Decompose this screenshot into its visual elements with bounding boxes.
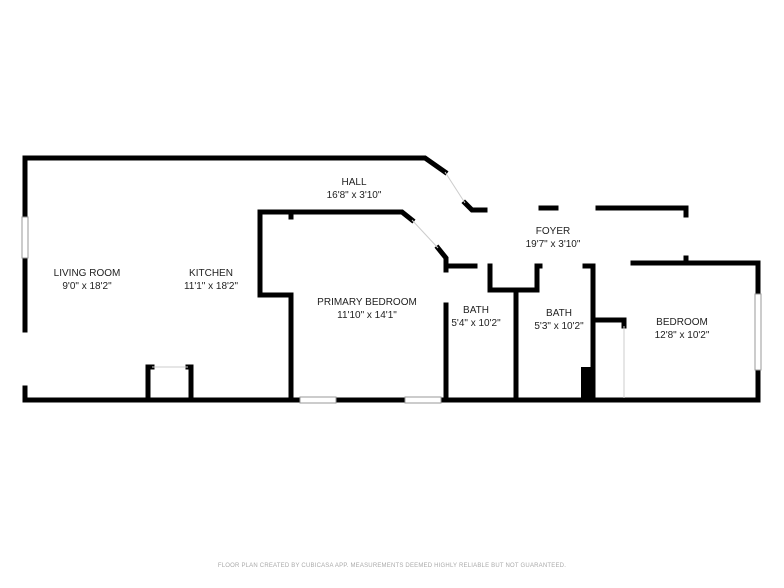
room-foyer: FOYER 19'7" x 3'10"	[526, 225, 581, 251]
room-living-room: LIVING ROOM 9'0" x 18'2"	[54, 267, 121, 293]
room-name: PRIMARY BEDROOM	[317, 297, 417, 308]
room-dims: 12'8" x 10'2"	[654, 330, 710, 341]
wall	[257, 209, 416, 298]
room-kitchen: KITCHEN 11'1" x 18'2"	[184, 267, 238, 293]
room-dims: 5'3" x 10'2"	[534, 321, 584, 332]
window	[299, 396, 337, 404]
disclaimer-footer: FLOOR PLAN CREATED BY CUBICASA APP. MEAS…	[217, 563, 567, 569]
wall	[22, 155, 449, 218]
wall	[185, 364, 194, 403]
wall	[434, 244, 478, 269]
wall	[595, 205, 689, 218]
wall	[145, 364, 155, 403]
room-dims: 11'1" x 18'2"	[183, 281, 239, 292]
room-dims: 19'7" x 3'10"	[525, 239, 581, 250]
wall	[487, 263, 543, 293]
room-dims: 9'0" x 18'2"	[62, 281, 112, 292]
room-name: BATH	[546, 308, 572, 319]
wall	[590, 317, 627, 329]
wall	[582, 263, 596, 403]
room-name: FOYER	[535, 226, 571, 237]
room-name: BEDROOM	[656, 317, 708, 328]
room-name: LIVING ROOM	[53, 268, 121, 279]
wall	[461, 199, 488, 213]
room-bath-1: BATH 5'4" x 10'2"	[451, 304, 500, 330]
window	[754, 293, 762, 371]
room-dims: 11'10" x 14'1"	[337, 310, 397, 321]
room-name: HALL	[341, 177, 367, 188]
room-name: KITCHEN	[189, 268, 233, 279]
room-primary-bedroom: PRIMARY BEDROOM 11'10" x 14'1"	[317, 296, 417, 322]
wall	[683, 255, 761, 295]
room-dims: 16'8" x 3'10"	[326, 190, 382, 201]
room-name: BATH	[463, 305, 489, 316]
room-hall: HALL 16'8" x 3'10"	[327, 176, 382, 202]
window	[404, 396, 442, 404]
room-bedroom: BEDROOM 12'8" x 10'2"	[655, 316, 710, 342]
room-bath-2: BATH 5'3" x 10'2"	[534, 307, 583, 333]
room-dims: 5'4" x 10'2"	[451, 318, 501, 329]
window	[21, 216, 29, 259]
